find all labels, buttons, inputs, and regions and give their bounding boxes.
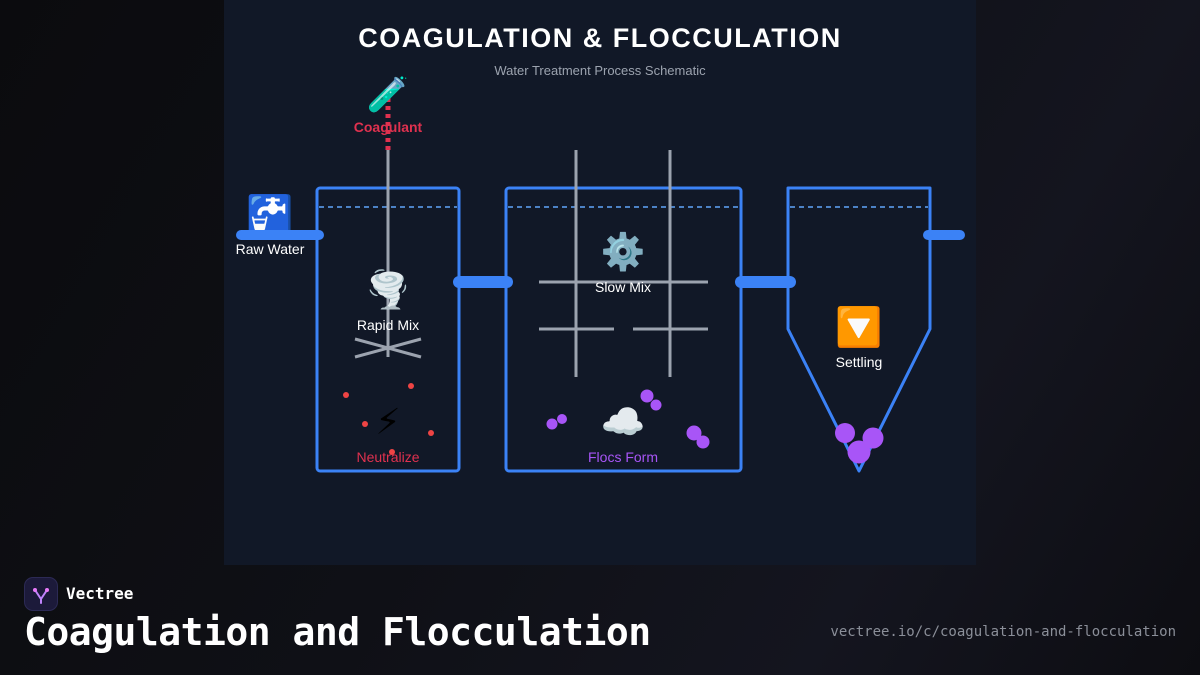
diagram-title: COAGULATION & FLOCCULATION — [358, 23, 841, 53]
gear-icon: ⚙️ — [601, 231, 646, 273]
floc-particle — [557, 414, 567, 424]
tornado-icon: 🌪️ — [366, 268, 411, 311]
charge-particle — [428, 430, 434, 436]
page-title: Coagulation and Flocculation — [24, 610, 651, 654]
neutralize-label: Neutralize — [356, 449, 419, 465]
coagulant-label: Coagulant — [354, 119, 423, 135]
rapid-mixer-blade — [354, 337, 422, 359]
water-tap-icon: 🚰 — [246, 193, 293, 237]
process-diagram: COAGULATION & FLOCCULATION Water Treatme… — [236, 23, 965, 473]
cloud-icon: ☁️ — [601, 402, 646, 443]
floc-particle — [640, 389, 654, 403]
test-tube-icon: 🧪 — [367, 75, 409, 115]
slow-mix-label: Slow Mix — [595, 279, 651, 295]
sludge-particle — [835, 423, 855, 443]
diagram-subtitle: Water Treatment Process Schematic — [494, 63, 706, 78]
lightning-icon: ⚡ — [375, 402, 400, 443]
sludge-particle — [847, 440, 871, 464]
sludge-particle — [862, 427, 884, 449]
raw-water-label: Raw Water — [236, 241, 305, 257]
vectree-logo-icon — [33, 588, 49, 604]
floc-particle — [696, 435, 710, 449]
settling-label: Settling — [836, 354, 883, 370]
vectree-logo — [24, 577, 58, 611]
floc-particle — [686, 425, 702, 441]
rapid-mix-label: Rapid Mix — [357, 317, 419, 333]
down-arrow-icon: 🔽 — [835, 305, 882, 349]
charge-particle — [343, 392, 349, 398]
flocs-form-label: Flocs Form — [588, 449, 658, 465]
charge-particle — [362, 421, 368, 427]
brand-name: Vectree — [66, 584, 134, 603]
floc-particle — [650, 399, 662, 411]
settling-tank — [786, 186, 932, 473]
charge-particle — [408, 383, 414, 389]
floc-particle — [546, 418, 558, 430]
source-url: vectree.io/c/coagulation-and-flocculatio… — [830, 624, 1176, 640]
charge-particle — [389, 449, 395, 455]
slow-mix-tank — [504, 186, 743, 473]
